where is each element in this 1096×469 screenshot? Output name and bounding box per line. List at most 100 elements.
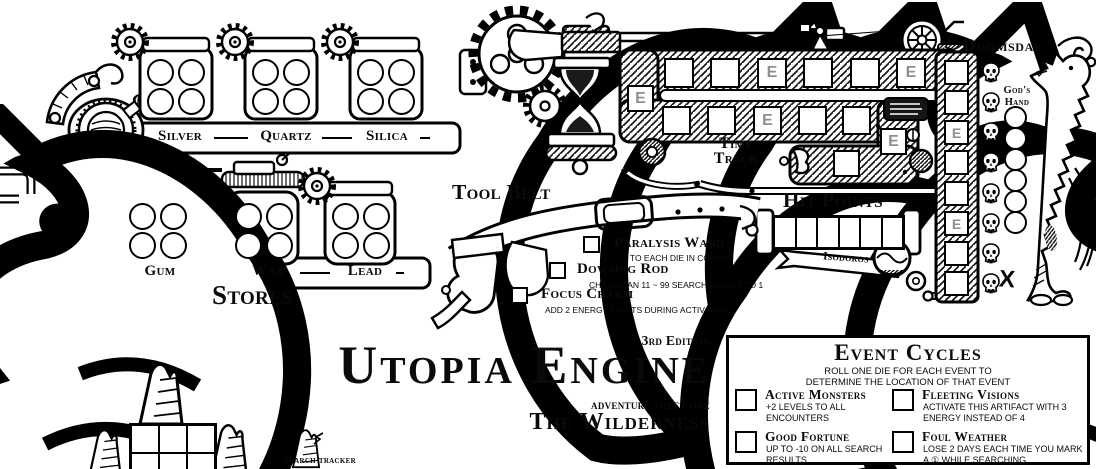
time-track-box[interactable] [662, 106, 691, 135]
hit-point-cell[interactable] [861, 218, 883, 247]
gods-hand-circle[interactable] [1004, 106, 1027, 129]
time-track-box[interactable] [664, 58, 694, 88]
doomsday-heading: Doomsday [963, 35, 1043, 55]
hit-point-cell[interactable] [775, 218, 797, 247]
store-slot[interactable] [147, 59, 174, 86]
search-grid-cell[interactable] [131, 453, 159, 469]
search-grid-cell[interactable] [187, 453, 215, 469]
store-slot[interactable] [178, 88, 205, 115]
store-slot[interactable] [129, 203, 156, 230]
time-track-box[interactable]: E [880, 128, 907, 155]
doomsday-box[interactable] [944, 271, 969, 296]
gods-hand-circle[interactable] [1004, 148, 1027, 171]
tool-belt-item-desc: Add 2 energy points during activation [545, 305, 730, 315]
store-slot[interactable] [283, 88, 310, 115]
store-slot[interactable] [388, 59, 415, 86]
hit-point-cell[interactable] [883, 218, 903, 247]
doomsday-box[interactable] [944, 241, 969, 266]
event-desc: +2 levels to all encounters [766, 402, 846, 423]
store-slot[interactable] [283, 59, 310, 86]
store-slot[interactable] [266, 203, 293, 230]
store-slot[interactable] [252, 88, 279, 115]
store-slot[interactable] [178, 59, 205, 86]
doomsday-box[interactable] [944, 150, 969, 175]
hit-point-cell[interactable] [797, 218, 818, 247]
skull-icon [981, 213, 1001, 235]
store-slot[interactable] [129, 232, 156, 259]
event-name: Active Monsters [765, 387, 866, 402]
time-track-box[interactable] [710, 58, 740, 88]
event-name: Foul Weather [922, 429, 1008, 444]
store-slot[interactable] [388, 88, 415, 115]
event-desc: Up to -10 on all search results [766, 444, 883, 465]
time-track-box[interactable] [833, 150, 860, 177]
gods-hand-circle[interactable] [1004, 190, 1027, 213]
character-name: Isodoros [822, 250, 870, 266]
time-track-box[interactable] [707, 106, 736, 135]
store-slot[interactable] [252, 59, 279, 86]
store-slot[interactable] [363, 203, 390, 230]
search-tracker-grid [129, 423, 217, 469]
time-track-heading-line2: Track [713, 150, 759, 167]
event-cycles-panel: Event Cycles Roll one die for each event… [726, 335, 1090, 465]
store-slot[interactable] [235, 203, 262, 230]
hit-points-heading: Hit Points [783, 188, 883, 212]
gods-hand-circle[interactable] [1004, 169, 1027, 192]
store-label-lead: Lead [347, 263, 383, 279]
tool-belt-item-name: Focus Charm [541, 286, 634, 302]
tool-belt-item-name: Paralysis Wand [614, 235, 725, 251]
tool-belt-checkbox-focus-charm[interactable] [511, 287, 528, 304]
hit-point-cell[interactable] [840, 218, 861, 247]
gods-hand-circle[interactable] [1004, 211, 1027, 234]
time-track-box[interactable] [842, 106, 871, 135]
event-checkbox-good-fortune[interactable] [735, 431, 757, 453]
search-grid-cell[interactable] [159, 453, 187, 469]
doomsday-box[interactable]: E [944, 211, 969, 236]
store-slot[interactable] [160, 232, 187, 259]
tool-belt-item-name: Dowsing Rod [577, 261, 669, 277]
store-slot[interactable] [147, 88, 174, 115]
gods-hand-circle[interactable] [1004, 127, 1027, 150]
skull-icon [981, 152, 1001, 174]
tool-belt-heading: Tool Belt [452, 180, 551, 204]
doomsday-box[interactable] [944, 90, 969, 115]
store-label-gum: Gum [144, 263, 176, 279]
time-track-box[interactable] [798, 106, 827, 135]
search-grid-cell[interactable] [187, 425, 215, 453]
time-track-box[interactable]: E [627, 85, 654, 112]
store-slot[interactable] [332, 232, 359, 259]
event-checkbox-active-monsters[interactable] [735, 389, 757, 411]
store-slot[interactable] [363, 232, 390, 259]
store-slot[interactable] [235, 232, 262, 259]
search-tracker-label: Search tracker [283, 455, 356, 466]
event-desc: Activate this Artifact with 3 energy ins… [923, 402, 1067, 423]
hit-point-cell[interactable] [818, 218, 840, 247]
store-slot[interactable] [266, 232, 293, 259]
gods-hand-label: God's Hand [1003, 85, 1031, 108]
search-grid-cell[interactable] [131, 425, 159, 453]
skull-icon [981, 243, 1001, 265]
event-checkbox-foul-weather[interactable] [892, 431, 914, 453]
event-checkbox-fleeting-visions[interactable] [892, 389, 914, 411]
time-track-box[interactable] [850, 58, 880, 88]
time-track-box[interactable]: E [753, 106, 782, 135]
store-slot[interactable] [357, 59, 384, 86]
tool-belt-checkbox-dowsing-rod[interactable] [549, 262, 566, 279]
store-slot[interactable] [160, 203, 187, 230]
store-slot[interactable] [357, 88, 384, 115]
doomsday-box[interactable]: E [944, 120, 969, 145]
page-title: Utopia Engine [338, 335, 710, 395]
doomsday-box[interactable] [944, 181, 969, 206]
search-grid-cell[interactable] [159, 425, 187, 453]
store-label-quartz: Quartz [260, 128, 312, 144]
hit-points-track [772, 215, 905, 250]
store-slot[interactable] [332, 203, 359, 230]
skull-icon [981, 62, 1001, 84]
time-track-box[interactable]: E [896, 58, 926, 88]
doomsday-box[interactable] [944, 60, 969, 85]
skull-icon [981, 122, 1001, 144]
tool-belt-checkbox-paralysis-wand[interactable] [583, 236, 600, 253]
time-track-box[interactable] [803, 58, 833, 88]
time-track-box[interactable]: E [757, 58, 787, 88]
